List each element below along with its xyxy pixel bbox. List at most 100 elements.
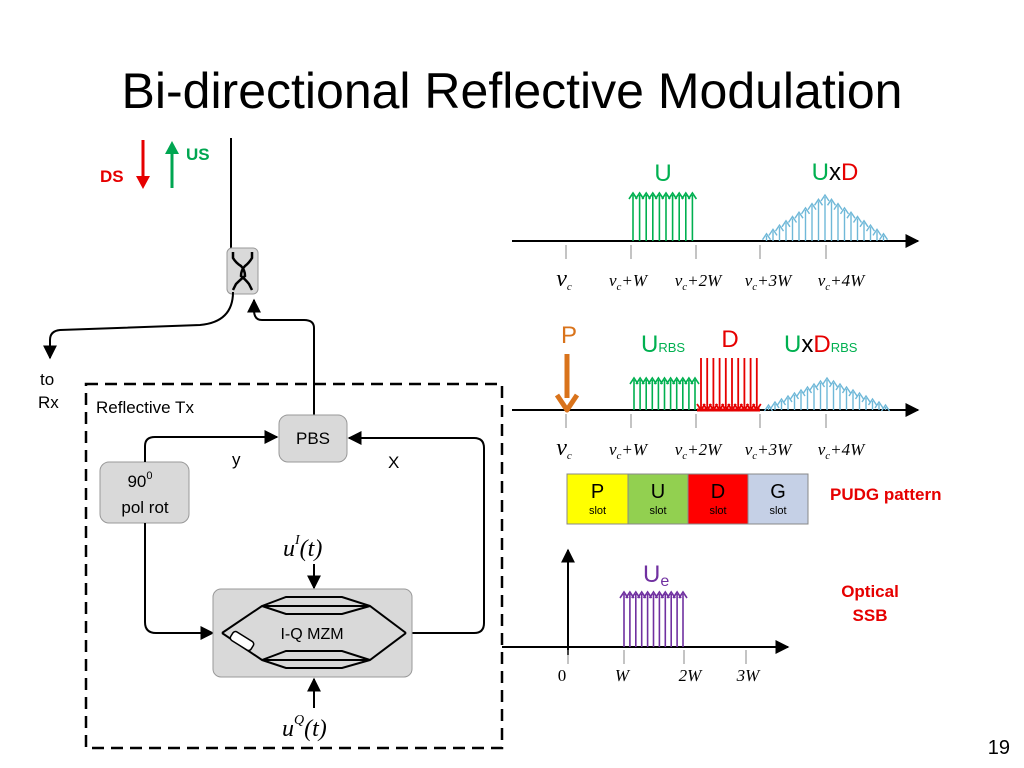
phase-shifter-icon xyxy=(229,630,255,652)
uxd-line xyxy=(768,228,778,241)
uxd-rbs-line xyxy=(776,397,787,410)
uxd-rbs-line xyxy=(796,388,806,410)
uxd-rbs-line xyxy=(828,379,839,410)
uxd-rbs-line xyxy=(841,385,852,410)
uxd-line xyxy=(794,210,804,241)
uxd-rbs-line xyxy=(867,397,878,410)
ue-line xyxy=(654,590,665,647)
d-line xyxy=(739,358,750,412)
rx-label: Rx xyxy=(38,393,59,412)
ssb-tick-label-3: 3W xyxy=(736,666,762,685)
uxd-rbs-line xyxy=(854,391,865,410)
d-line xyxy=(702,358,712,412)
uxd-line xyxy=(859,219,869,241)
uxd-rbs-line xyxy=(770,400,780,410)
u-rbs-line xyxy=(690,376,700,410)
uxd-line xyxy=(761,232,772,241)
spectrum-mid-p-label: P xyxy=(561,322,577,349)
ue-line xyxy=(637,590,647,647)
ue-line xyxy=(666,590,676,647)
tick-label-4: νc+4W xyxy=(818,271,866,293)
ssb-tick-label-1: W xyxy=(615,666,631,685)
uxd-line xyxy=(826,198,837,241)
ssb-tick-label-0: 0 xyxy=(558,666,567,685)
x-port-label: X xyxy=(388,453,399,472)
pol-rot-label: pol rot xyxy=(121,498,169,517)
u-line xyxy=(634,191,645,241)
uxd-line xyxy=(813,198,824,241)
uxd-rbs-line xyxy=(802,385,813,410)
tick-label-1: νc+W xyxy=(609,271,649,293)
d-line xyxy=(733,358,743,412)
uxd-rbs-line xyxy=(822,376,832,410)
spectrum-mid-uxd-label: UxDRBS xyxy=(784,331,858,358)
to-label: to xyxy=(40,370,54,389)
uxd-line xyxy=(781,219,791,241)
tick-label-4: νc+4W xyxy=(818,440,866,462)
uxd-rbs-line xyxy=(861,394,871,410)
spectrum-mid-d-label: D xyxy=(721,326,738,353)
tick-label-3: νc+3W xyxy=(745,271,793,293)
ue-line xyxy=(678,590,688,647)
page-number: 19 xyxy=(987,737,1010,759)
u-line xyxy=(661,191,671,241)
u-line xyxy=(628,191,638,241)
pbs-block: PBS xyxy=(278,414,348,463)
spectrum-mid-uxd-lines xyxy=(763,376,891,412)
uxd-line xyxy=(872,228,882,241)
spectrum-mid-d-lines xyxy=(696,358,762,412)
uxd-rbs-line xyxy=(874,400,884,410)
uxd-rbs-line xyxy=(783,394,793,410)
loop-paths xyxy=(144,430,485,708)
ui-signal-label: uI(t) xyxy=(283,533,322,562)
ds-label: DS xyxy=(100,167,124,186)
u-line xyxy=(687,191,698,241)
reflective-tx-label: Reflective Tx xyxy=(96,398,194,417)
ue-line xyxy=(642,590,653,647)
ssb-label-line1: Optical xyxy=(841,582,899,601)
tick-label-2: νc+2W xyxy=(675,440,723,462)
u-line xyxy=(681,191,691,241)
ue-line xyxy=(648,590,659,647)
uxd-rbs-line xyxy=(763,403,774,412)
ue-line xyxy=(672,590,682,647)
reflective-tx-box xyxy=(84,382,504,750)
direction-legend: DS US xyxy=(100,140,210,189)
pbs-label: PBS xyxy=(296,429,330,448)
uxd-line xyxy=(833,202,843,241)
u-line xyxy=(674,191,684,241)
u-line xyxy=(654,191,665,241)
pudg-slot-letter: D xyxy=(711,481,725,503)
u-line xyxy=(667,191,678,241)
uxd-rbs-line xyxy=(835,382,845,410)
uq-signal-label: uQ(t) xyxy=(282,713,327,742)
ssb-label-line2: SSB xyxy=(853,606,888,625)
tick-label-0: νc xyxy=(556,266,572,293)
d-line xyxy=(714,358,725,412)
d-line xyxy=(721,358,731,412)
ue-line xyxy=(625,590,635,647)
pudg-slot-word: slot xyxy=(649,505,666,517)
uxd-line xyxy=(774,223,785,241)
fiber-link xyxy=(43,138,315,415)
ue-line xyxy=(660,590,670,647)
pudg-slot-word: slot xyxy=(769,505,786,517)
pudg-slot-word: slot xyxy=(709,505,726,517)
uxd-line xyxy=(839,206,850,241)
pudg-slot-letter: G xyxy=(770,481,786,503)
uxd-line xyxy=(800,206,811,241)
iq-mzm-block: I-Q MZM xyxy=(212,588,413,678)
slide-title: Bi-directional Reflective Modulation xyxy=(121,63,903,119)
d-line xyxy=(708,358,719,412)
ue-line xyxy=(631,590,641,647)
us-label: US xyxy=(186,145,210,164)
y-port-label: y xyxy=(232,450,241,469)
uxd-line xyxy=(846,210,856,241)
uxd-line xyxy=(820,193,830,241)
